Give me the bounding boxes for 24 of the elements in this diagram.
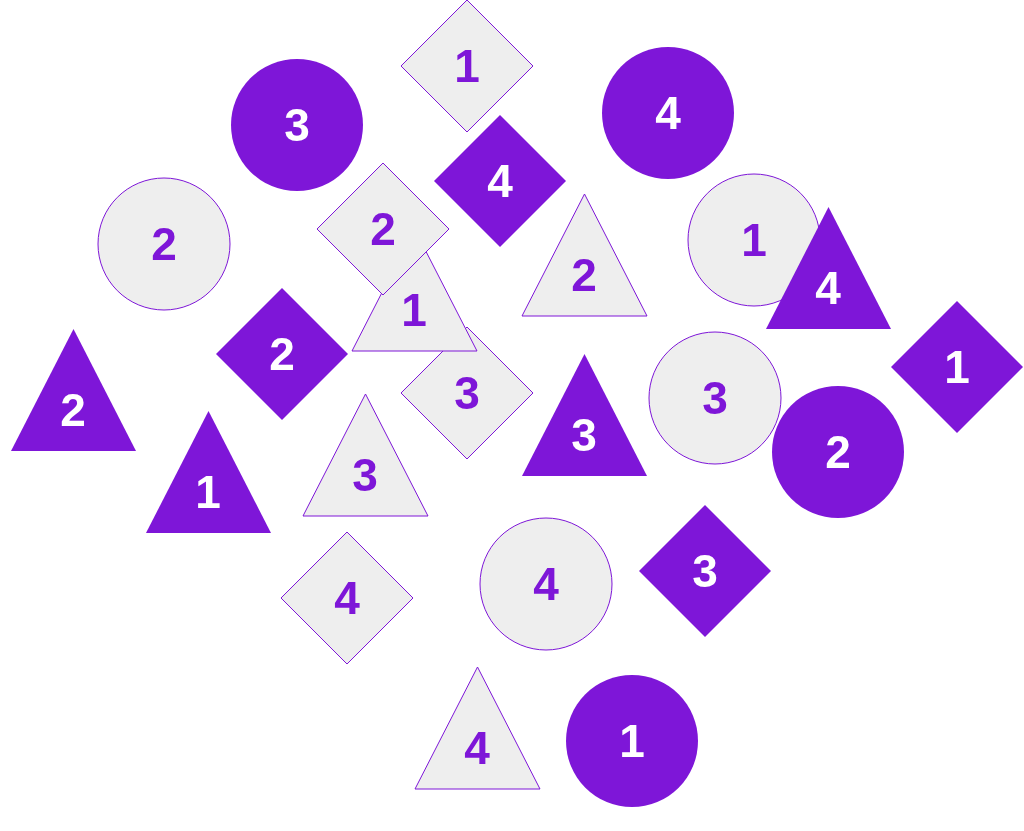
number-label: 4 bbox=[334, 575, 360, 621]
number-label: 1 bbox=[741, 217, 767, 263]
number-label: 3 bbox=[571, 411, 597, 458]
number-label: 1 bbox=[619, 718, 645, 764]
number-label: 2 bbox=[370, 206, 396, 252]
number-label: 3 bbox=[454, 370, 480, 416]
number-label: 4 bbox=[533, 561, 559, 607]
number-label: 1 bbox=[454, 43, 480, 89]
number-label: 1 bbox=[195, 468, 221, 515]
number-label: 4 bbox=[487, 158, 513, 204]
number-label: 4 bbox=[815, 264, 841, 311]
number-label: 3 bbox=[702, 375, 728, 421]
number-label: 2 bbox=[571, 251, 597, 298]
number-label: 1 bbox=[944, 344, 970, 390]
number-label: 3 bbox=[692, 548, 718, 594]
number-label: 2 bbox=[825, 429, 851, 475]
number-label: 4 bbox=[655, 90, 681, 136]
number-label: 3 bbox=[352, 451, 378, 498]
number-label: 2 bbox=[151, 221, 177, 267]
number-label: 4 bbox=[464, 724, 490, 771]
number-label: 2 bbox=[60, 386, 86, 433]
number-label: 2 bbox=[269, 331, 295, 377]
number-label: 3 bbox=[284, 102, 310, 148]
number-label: 1 bbox=[401, 286, 427, 333]
